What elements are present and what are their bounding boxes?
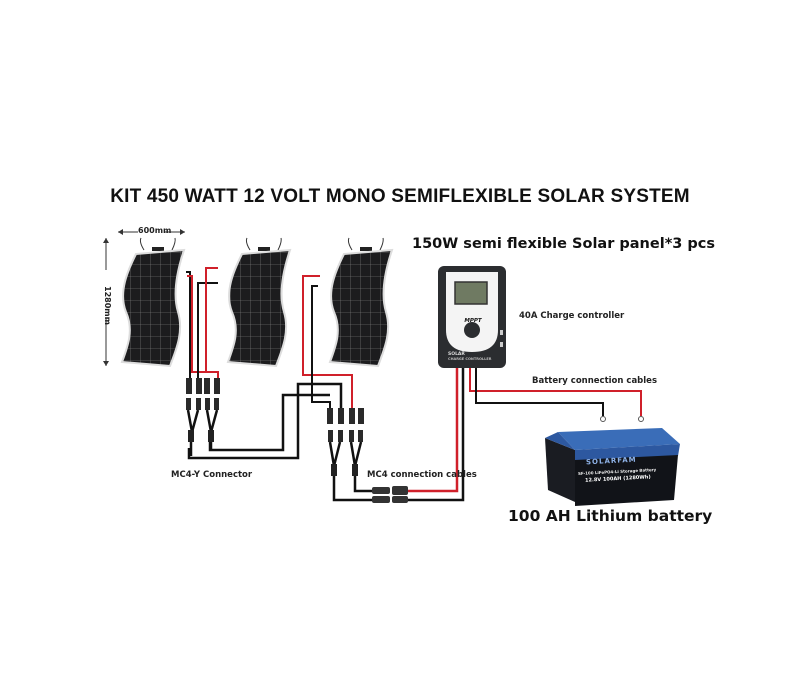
controller-sub-text: CHARGE CONTROLLER (448, 357, 492, 361)
controller-brand-text: SOLAR (448, 352, 465, 357)
control-knob (464, 322, 480, 338)
mc4-y-connector-left (186, 378, 220, 456)
panel-wiring-right (302, 275, 353, 410)
charge-controller (438, 266, 506, 368)
panel-height-label: 1280mm (103, 286, 112, 325)
controller-label: 40A Charge controller (519, 311, 625, 321)
mc4-y-connector-label: MC4-Y Connector (171, 470, 253, 480)
battery-cables-label: Battery connection cables (532, 376, 658, 386)
solar-panel-2 (226, 237, 292, 368)
lithium-battery (545, 428, 680, 506)
lcd-screen (454, 281, 488, 305)
panel-wiring-left (186, 267, 219, 380)
mc4-connection-cables (332, 368, 465, 502)
mppt-text: MPPT (464, 318, 482, 324)
mc4-cables-label: MC4 connection cables (367, 470, 477, 480)
solar-panel-1 (120, 237, 186, 368)
diagram-title: KIT 450 WATT 12 VOLT MONO SEMIFLEXIBLE S… (110, 186, 690, 207)
panel-kit-label: 150W semi flexible Solar panel*3 pcs (412, 236, 716, 252)
mc4-inline-connectors (372, 486, 408, 503)
battery-connection-cables (469, 368, 644, 422)
height-dimension-arrow (103, 238, 109, 366)
panel-width-label: 600mm (138, 226, 172, 235)
mc4-y-connector-right (327, 408, 364, 476)
solar-panel-3 (328, 237, 394, 368)
width-dimension-arrow (118, 229, 185, 235)
battery-label: 100 AH Lithium battery (508, 507, 713, 525)
